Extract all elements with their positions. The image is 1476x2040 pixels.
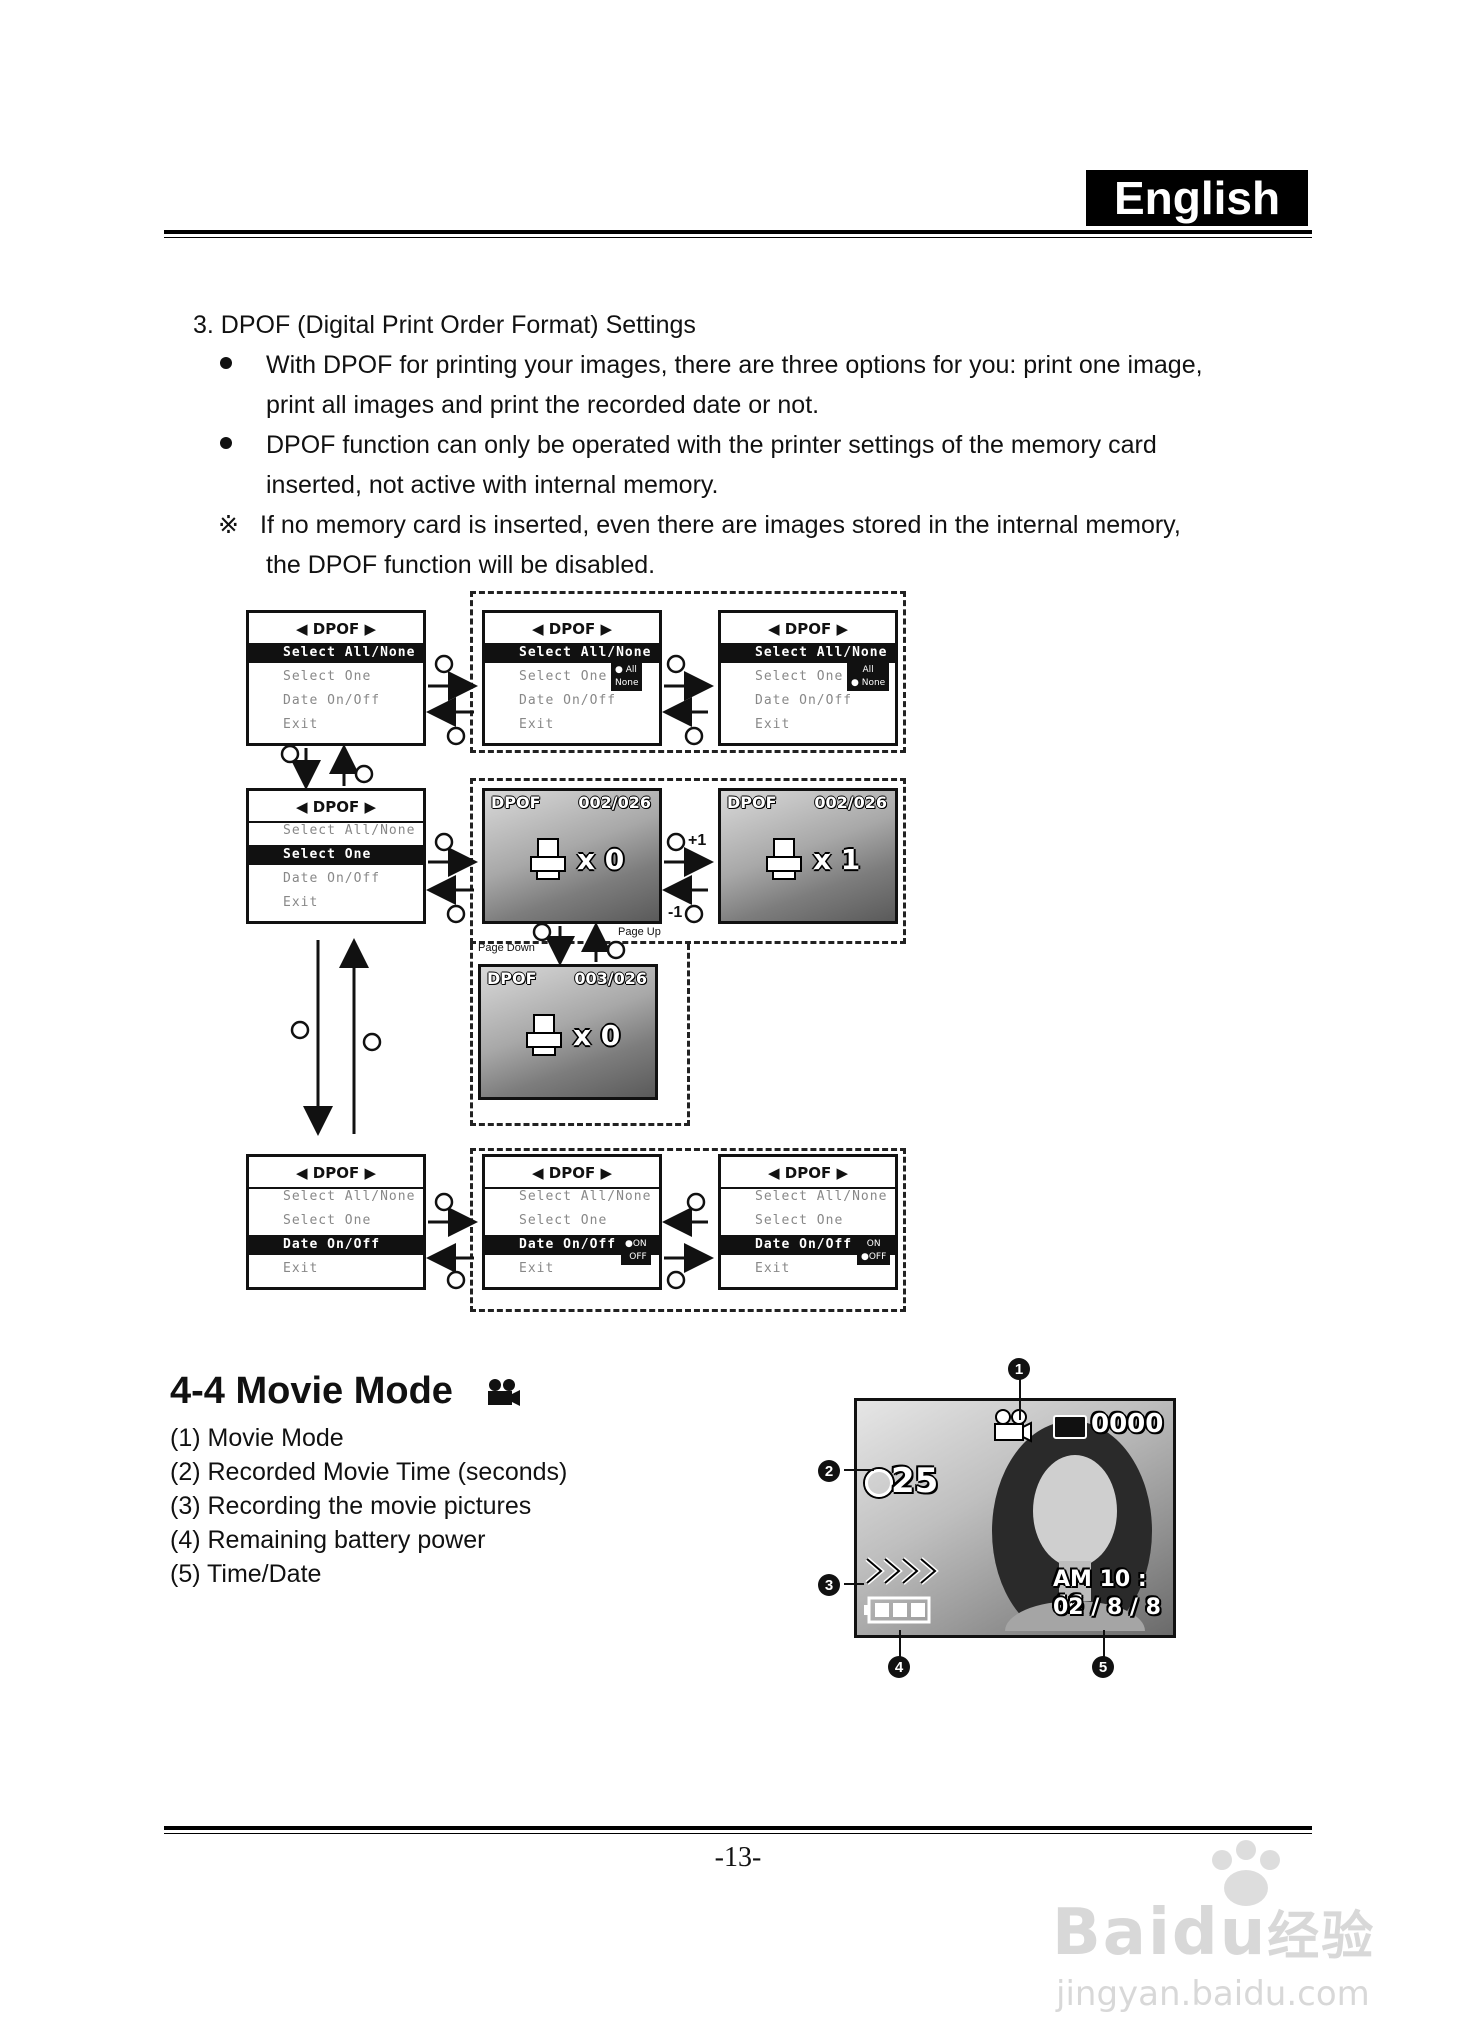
menu-item: Date On/Off [283,871,381,886]
menu-item: Select All/None [283,1189,416,1204]
battery-icon [864,1596,931,1624]
menu-title: ◀ DPOF ▶ [768,620,848,638]
menu-item: Exit [283,895,319,910]
page-number: -13- [714,1842,762,1873]
page-up-label: Page Up [618,926,661,938]
group-select-one-lower [470,944,690,1126]
menu-screen-date-off: ◀ DPOF ▶ Select All/None Select One Date… [718,1154,898,1290]
note-line-1: If no memory card is inserted, even ther… [260,511,1181,539]
print-icon [766,838,802,880]
menu-item: Select One [283,1213,372,1228]
movie-mode-title: 4-4 Movie Mode [170,1370,453,1412]
popup-all-none: ● All None [611,663,643,691]
date-display: 02 / 8 / 8 [1053,1595,1161,1620]
movie-camera-icon [488,1379,520,1406]
header-rule-thin [164,237,1312,238]
movie-item-1: (1) Movie Mode [170,1424,344,1452]
menu-item: Select One [755,669,844,684]
callout-3-icon: 3 [818,1574,840,1596]
callout-4-icon: 4 [888,1656,910,1678]
record-time: 25 [891,1461,939,1501]
callout-lines [844,1374,1105,1658]
menu-item: Exit [519,1261,555,1276]
movie-item-3: (3) Recording the movie pictures [170,1492,532,1520]
menu-screen-select-one: ◀ DPOF ▶ Select All/None Select One Date… [246,788,426,924]
photo-frame-2: DPOF 002/026 x 1 [718,788,898,924]
movie-item-2: (2) Recorded Movie Time (seconds) [170,1458,568,1486]
bullet-2-line-2: inserted, not active with internal memor… [266,471,719,499]
bullet-icon [220,437,232,449]
movie-mode-screen: 0000 25 AM 10 : 46 02 / 8 / 8 [854,1398,1176,1638]
menu-item: Select One [519,1213,608,1228]
menu-screen-date: ◀ DPOF ▶ Select All/None Select One Date… [246,1154,426,1290]
menu-item: Date On/Off [283,693,381,708]
diagram-arrows [280,654,714,1290]
callout-5-icon: 5 [1092,1656,1114,1678]
plus-one-label: +1 [688,832,707,849]
baidu-watermark: Baidu经验 jingyan.baidu.com [1052,1840,1392,2020]
menu-item: Select All/None [721,643,895,663]
minus-one-label: -1 [668,904,683,921]
movie-item-5: (5) Time/Date [170,1560,322,1588]
menu-item: Select All/None [519,1189,652,1204]
footer-rule-thin [164,1833,1312,1834]
menu-title: ◀ DPOF ▶ [296,1164,376,1182]
menu-item: Date On/Off [249,1235,423,1255]
callout-1-icon: 1 [1008,1358,1030,1380]
menu-screen-date-on: ◀ DPOF ▶ Select All/None Select One Date… [482,1154,662,1290]
menu-item: Exit [519,717,555,732]
print-icon [530,838,566,880]
popup-on-off: ON ●OFF [857,1237,891,1265]
portrait-silhouette [992,1421,1152,1631]
menu-item: Select All/None [755,1189,888,1204]
menu-item: Date On/Off [519,693,617,708]
timer-icon [865,1469,893,1497]
menu-item: Select One [755,1213,844,1228]
menu-item: Select All/None [249,643,423,663]
note-line-2: the DPOF function will be disabled. [266,551,656,579]
note-mark-icon: ※ [218,511,239,539]
print-icon [526,1014,562,1056]
language-badge: English [1086,170,1308,226]
page-down-label: Page Down [478,942,535,954]
paw-logo-icon [1212,1840,1280,1906]
menu-screen-none-selected: ◀ DPOF ▶ Select All/None Select One Date… [718,610,898,746]
movie-item-4: (4) Remaining battery power [170,1526,486,1554]
popup-on-off: ●ON OFF [621,1237,651,1265]
menu-title: ◀ DPOF ▶ [296,620,376,638]
memory-card-icon [1053,1415,1087,1439]
menu-title: ◀ DPOF ▶ [532,1164,612,1182]
menu-item: Date On/Off [755,693,853,708]
header-rule [164,230,1312,234]
menu-screen-all-selected: ◀ DPOF ▶ Select All/None Select One Date… [482,610,662,746]
footer-rule [164,1826,1312,1830]
menu-title: ◀ DPOF ▶ [296,798,376,816]
menu-item: Date On/Off [485,1235,659,1255]
menu-item: Exit [755,717,791,732]
menu-item: Select All/None [485,643,659,663]
menu-item: Select One [283,669,372,684]
menu-item: Date On/Off [721,1235,895,1255]
menu-item: Exit [755,1261,791,1276]
time-display: AM 10 : 46 [1053,1567,1147,1617]
photo-frame-1: DPOF 002/026 x 0 [482,788,662,924]
callout-2-icon: 2 [818,1460,840,1482]
menu-item: Select One [249,845,423,865]
dpof-heading: 3. DPOF (Digital Print Order Format) Set… [193,311,696,339]
bullet-1-line-1: With DPOF for printing your images, ther… [266,351,1203,379]
menu-title: ◀ DPOF ▶ [768,1164,848,1182]
frame-count: 0000 [1091,1409,1164,1439]
menu-title: ◀ DPOF ▶ [532,620,612,638]
bullet-2-line-1: DPOF function can only be operated with … [266,431,1157,459]
menu-item: Select All/None [283,823,416,838]
bullet-1-line-2: print all images and print the recorded … [266,391,820,419]
menu-item: Exit [283,717,319,732]
menu-screen-select-all: ◀ DPOF ▶ Select All/None Select One Date… [246,610,426,746]
recording-indicator-icon [865,1557,939,1585]
bullet-icon [220,357,232,369]
menu-item: Exit [283,1261,319,1276]
popup-all-none: All ● None [847,663,890,691]
menu-item: Select One [519,669,608,684]
